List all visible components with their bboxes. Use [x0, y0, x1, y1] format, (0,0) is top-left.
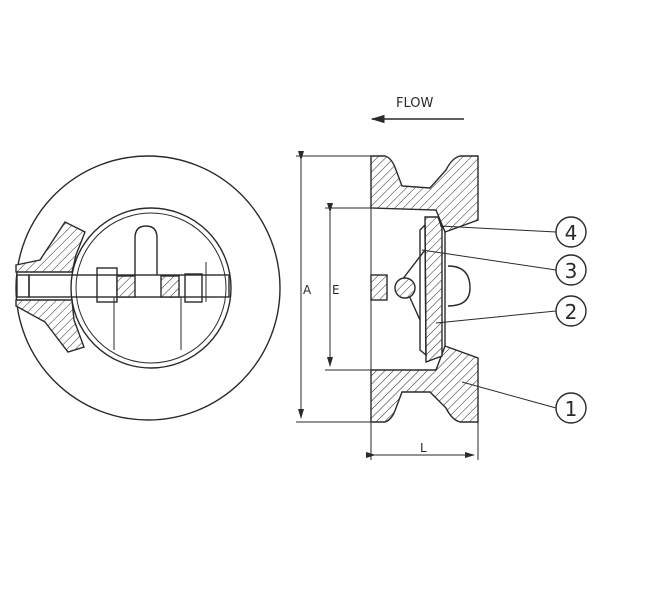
bore-circle-inner: [75, 212, 227, 364]
svg-text:3: 3: [565, 259, 578, 283]
section-view: FLOW A E L 4: [296, 96, 587, 460]
disc: [424, 216, 443, 364]
seat-dome: [447, 265, 471, 307]
spring-right: [160, 275, 180, 298]
callout-3: 3: [421, 249, 587, 286]
hinge-pin-section: [394, 277, 416, 299]
outer-body-circle: [15, 155, 281, 421]
spring-arm: [419, 223, 427, 357]
svg-text:4: 4: [565, 221, 578, 245]
svg-text:1: 1: [565, 397, 578, 421]
svg-text:2: 2: [565, 300, 578, 324]
spring-left: [116, 275, 136, 298]
callout-2: 2: [435, 295, 587, 327]
body-lower-section: [370, 345, 479, 423]
plug: [16, 274, 30, 298]
dim-l-label: L: [420, 441, 427, 455]
callout-1: 1: [461, 381, 587, 424]
spring-loop: [134, 225, 158, 275]
hinge-boss-upper: [15, 221, 86, 273]
callout-4: 4: [439, 216, 587, 248]
bushing-right: [184, 273, 203, 303]
body-upper-section: [370, 155, 479, 233]
hinge-boss-lower: [15, 299, 85, 353]
flow-label: FLOW: [396, 96, 433, 111]
bore-circle-outer: [70, 207, 232, 369]
hinge-lug: [370, 274, 388, 301]
dim-a-label: A: [303, 283, 312, 297]
dim-e-label: E: [332, 283, 340, 297]
end-view: [15, 155, 281, 421]
